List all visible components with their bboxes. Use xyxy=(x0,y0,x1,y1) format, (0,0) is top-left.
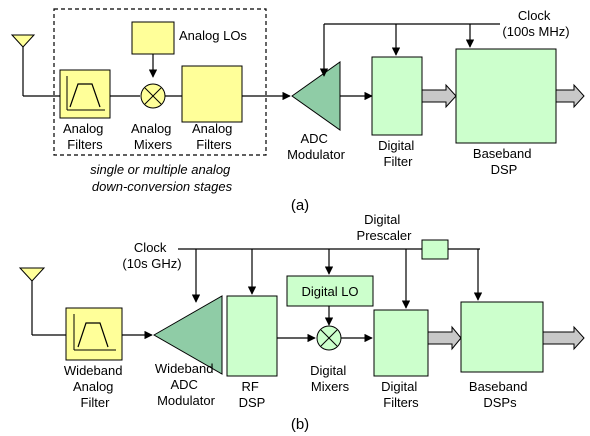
antenna-icon xyxy=(10,34,60,97)
analog-filter-2-label: Analog Filters xyxy=(192,121,236,152)
part-b: Wideband Analog Filter Clock (10s GHz) D… xyxy=(18,212,585,433)
rf-dsp-block xyxy=(226,295,278,377)
digital-filter-block xyxy=(371,56,423,136)
clock-b-label: Clock (10s GHz) xyxy=(122,240,181,271)
mixer-icon xyxy=(140,83,166,109)
bus-arrow-b1 xyxy=(427,325,462,351)
analog-filter-2-block xyxy=(181,65,243,123)
bus-arrow-a2 xyxy=(555,83,585,109)
filter-response-icon xyxy=(73,314,116,351)
baseband-dsp-label: Baseband DSP xyxy=(473,146,535,177)
analog-los-label: Analog LOs xyxy=(179,28,247,43)
wideband-filter-block xyxy=(65,307,123,361)
digital-prescaler-label: Digital Prescaler xyxy=(357,212,413,243)
analog-filter-1-label: Analog Filters xyxy=(63,121,107,152)
digital-filters-label: Digital Filters xyxy=(381,379,421,410)
digital-mixers-label: Digital Mixers xyxy=(310,363,350,394)
digital-filter-label: Digital Filter xyxy=(378,138,418,169)
adc-modulator-label: ADC Modulator xyxy=(287,131,345,162)
filter-response-icon xyxy=(66,76,105,111)
analog-mixers-label: Analog Mixers xyxy=(131,121,175,152)
wideband-filter-label: Wideband Analog Filter xyxy=(64,363,126,410)
adc-modulator-block xyxy=(291,61,341,131)
wideband-adc-block xyxy=(152,295,223,375)
bus-arrow-a1 xyxy=(421,83,457,109)
analog-los-block xyxy=(131,21,175,55)
baseband-dsps-label: Baseband DSPs xyxy=(469,379,531,410)
digital-lo-block xyxy=(286,275,374,307)
antenna-icon xyxy=(18,267,66,336)
clock-a-label: Clock (100s MHz) xyxy=(502,8,569,39)
digital-filters-block xyxy=(373,309,429,377)
caption-a: (a) xyxy=(291,197,309,214)
baseband-dsps-block xyxy=(460,301,544,373)
baseband-dsp-block xyxy=(455,48,557,144)
rf-dsp-label: RF DSP xyxy=(239,379,266,410)
digital-prescaler-block xyxy=(421,239,449,260)
caption-b: (b) xyxy=(291,416,309,433)
digital-lo-label: Digital LO xyxy=(301,284,358,299)
mixer-icon xyxy=(316,325,342,351)
wideband-adc-label: Wideband ADC Modulator xyxy=(155,361,217,408)
stage-note: single or multiple analog down-conversio… xyxy=(90,162,234,194)
bus-arrow-b2 xyxy=(542,325,585,351)
part-a: Analog LOs Analog Filters Analog Mixers xyxy=(10,8,585,214)
down-conversion-group xyxy=(53,8,267,156)
